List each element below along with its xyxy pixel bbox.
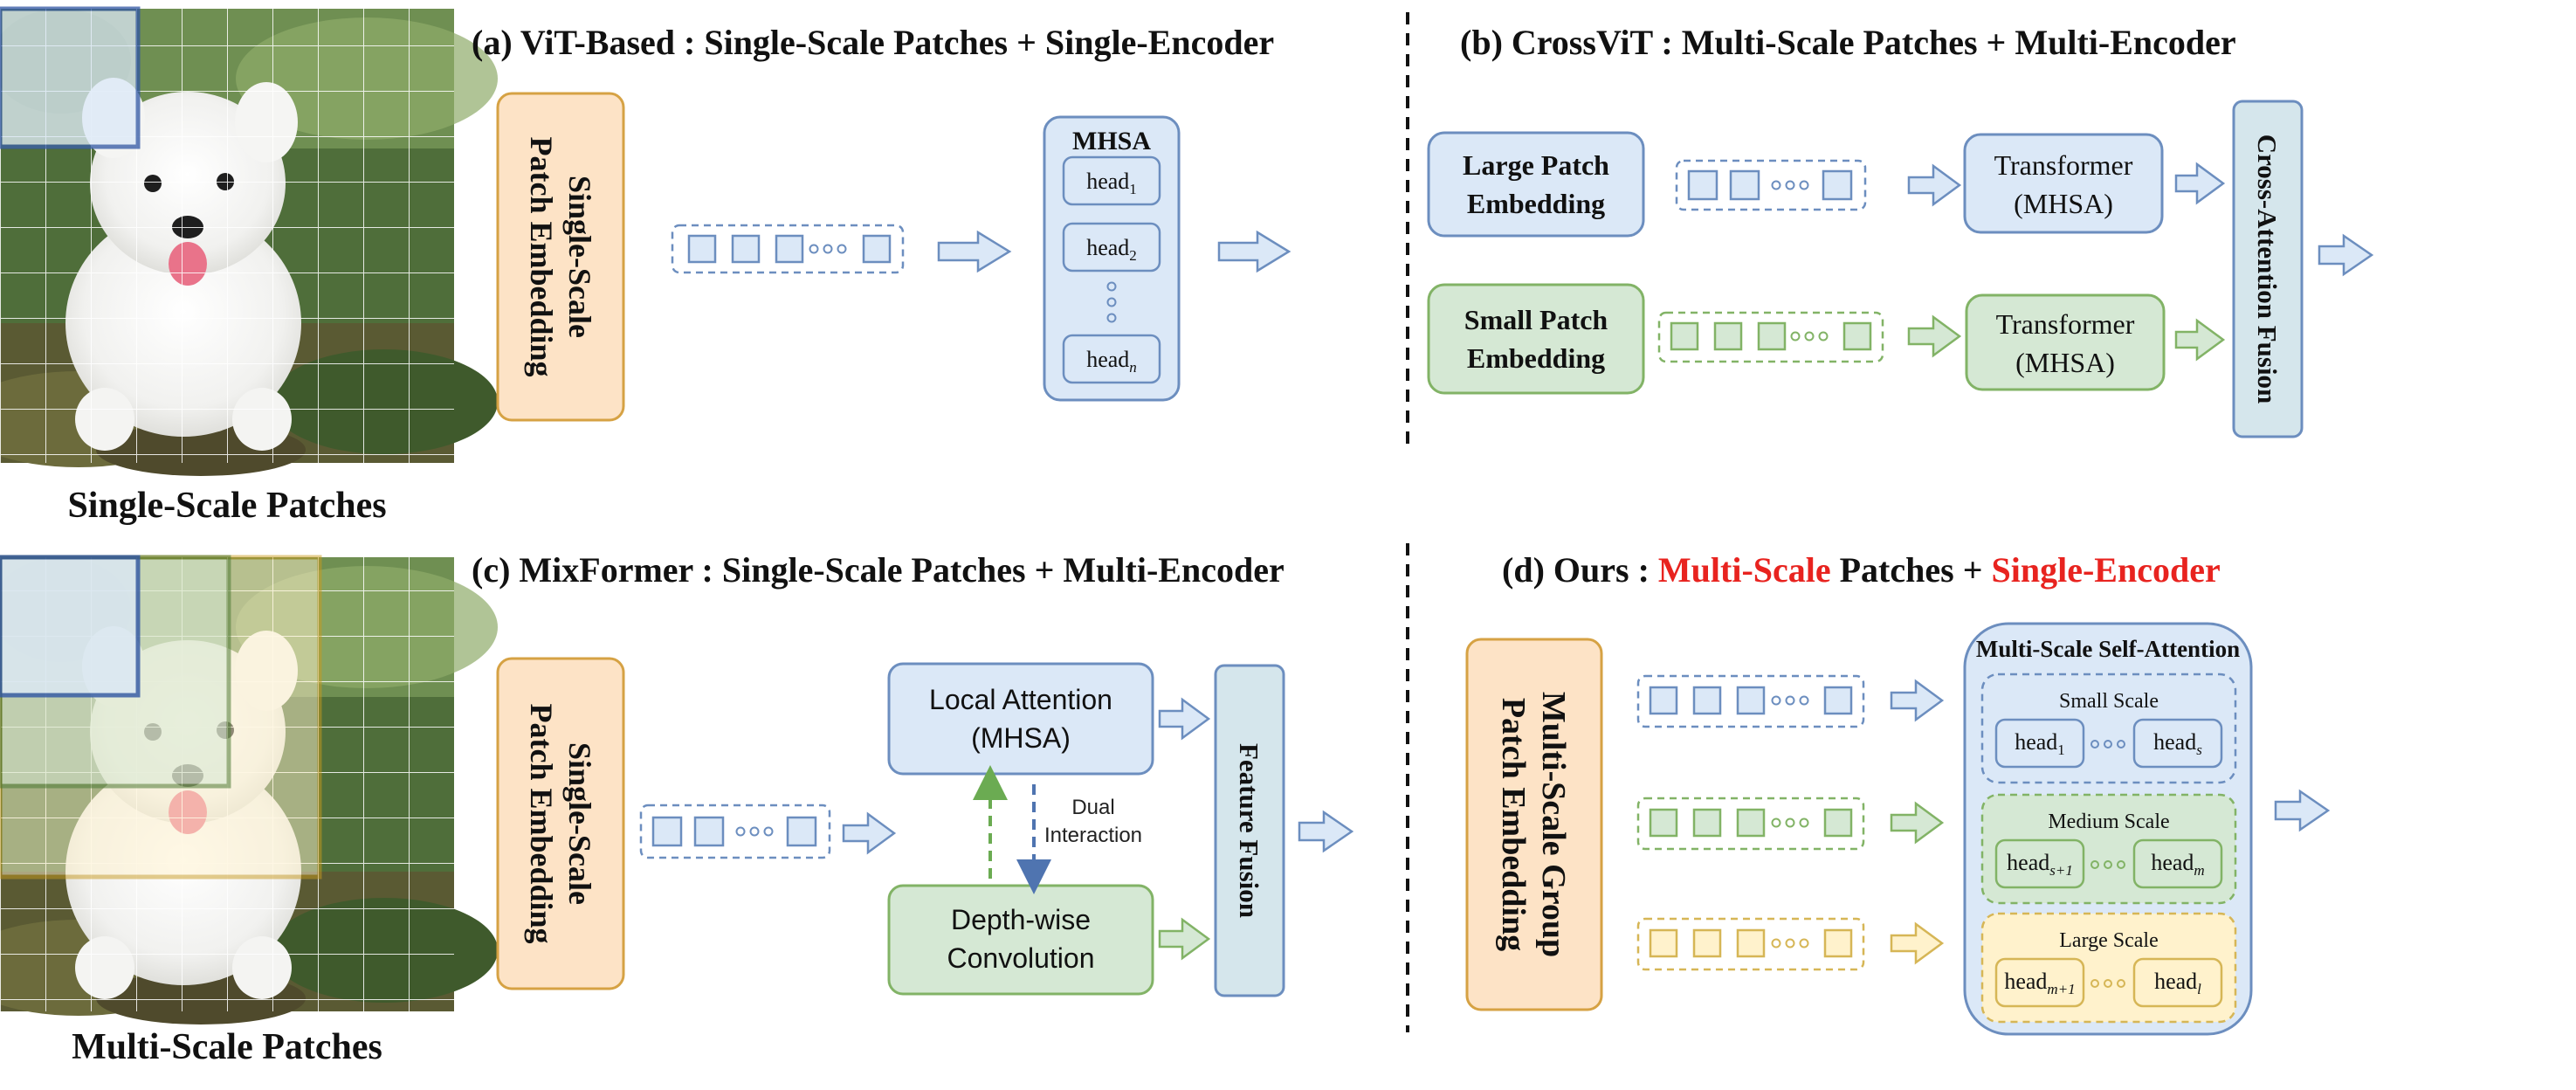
token xyxy=(731,234,761,264)
panel-b: (b) CrossViT : Multi-Scale Patches + Mul… xyxy=(1427,23,2374,438)
arrow-icon xyxy=(842,811,897,855)
head-box xyxy=(1062,155,1161,206)
local-attention-line2: (MHSA) xyxy=(971,722,1071,754)
feature-fusion-label: Feature Fusion xyxy=(1234,743,1264,918)
arrow-icon xyxy=(1907,163,1962,207)
token xyxy=(687,234,717,264)
arrow-icon xyxy=(2174,162,2226,205)
arrow-icon xyxy=(1158,917,1211,961)
arrow-icon xyxy=(1890,679,1945,722)
small-scale-label: Small Scale xyxy=(2059,690,2159,713)
caption-single: Single-Scale Patches xyxy=(67,486,386,526)
arrow-icon xyxy=(2318,233,2374,277)
head-box xyxy=(2132,957,2223,1008)
panel-b-small-token-strip xyxy=(1657,311,1884,363)
transformer-line1: Transformer xyxy=(1996,308,2135,340)
panel-b-large-token-strip xyxy=(1675,159,1867,211)
small-patch-embedding-box xyxy=(1427,283,1645,395)
depthwise-conv-box xyxy=(887,884,1154,996)
transformer-box-large xyxy=(1963,133,2164,234)
head-label: headm+1 xyxy=(2004,969,2075,997)
transformer-box-small xyxy=(1965,293,2166,391)
transformer-line2: (MHSA) xyxy=(2014,188,2113,219)
head-label: headn xyxy=(1086,347,1137,376)
panel-c-embedding-line1: Single-Scale xyxy=(562,742,597,905)
head-label: heads+1 xyxy=(2007,850,2073,879)
head-box xyxy=(2132,718,2223,769)
token xyxy=(775,234,804,264)
small-patch-highlight xyxy=(0,555,141,698)
head-label: head2 xyxy=(1086,235,1137,264)
panel-a-embedding-box xyxy=(496,92,625,422)
local-attention-box xyxy=(887,662,1154,776)
single-scale-photo xyxy=(0,6,498,476)
local-attention-line1: Local Attention xyxy=(929,684,1112,715)
panel-a-title: (a) ViT-Based : Single-Scale Patches + S… xyxy=(472,23,1274,62)
panel-a-embedding-line2: Patch Embedding xyxy=(524,136,559,376)
interaction-line1: Dual xyxy=(1071,796,1114,819)
head-label: head1 xyxy=(2015,729,2065,758)
small-patch-highlight xyxy=(0,6,141,149)
head-box xyxy=(1062,334,1161,384)
feature-fusion-box xyxy=(1214,664,1285,997)
head-label: headm xyxy=(2151,850,2204,879)
token xyxy=(862,234,892,264)
depthwise-line2: Convolution xyxy=(947,942,1095,974)
head-box xyxy=(1994,718,2085,769)
panel-d-embedding-box xyxy=(1465,638,1603,1011)
head-box xyxy=(1062,222,1161,272)
depthwise-line1: Depth-wise xyxy=(951,904,1091,935)
large-scale-label: Large Scale xyxy=(2059,929,2159,952)
panel-d-yellow-token-strip xyxy=(1636,917,1865,971)
medium-scale-label: Medium Scale xyxy=(2048,811,2169,833)
small-patch-line2: Embedding xyxy=(1467,342,1605,374)
panel-d-blue-token-strip xyxy=(1636,674,1865,728)
head-label: head1 xyxy=(1086,169,1137,197)
head-label: heads xyxy=(2153,729,2202,758)
interaction-line2: Interaction xyxy=(1044,824,1142,847)
large-patch-line2: Embedding xyxy=(1467,188,1605,219)
cross-attention-fusion-box xyxy=(2232,100,2304,438)
panel-d-green-token-strip xyxy=(1636,797,1865,851)
head-box xyxy=(1994,838,2085,889)
panel-d: (d) Ours : Multi-Scale Patches + Single-… xyxy=(1465,550,2331,1036)
large-patch-embedding-box xyxy=(1427,131,1645,238)
msa-title: Multi-Scale Self-Attention xyxy=(1976,636,2240,662)
caption-multi: Multi-Scale Patches xyxy=(72,1027,382,1067)
arrow-icon xyxy=(1890,921,1945,965)
panel-a-token-strip xyxy=(671,224,905,274)
panel-a: (a) ViT-Based : Single-Scale Patches + S… xyxy=(472,23,1291,422)
arrow-icon xyxy=(1217,230,1291,273)
panel-d-title: (d) Ours : Multi-Scale Patches + Single-… xyxy=(1502,550,2221,590)
panel-c-embedding-box xyxy=(496,657,625,990)
panel-c-token-strip xyxy=(639,804,831,859)
arrow-icon xyxy=(1298,810,1354,853)
head-label: headl xyxy=(2154,969,2201,997)
cross-attention-fusion-label: Cross-Attention Fusion xyxy=(2252,135,2283,404)
large-patch-line1: Large Patch xyxy=(1463,149,1609,181)
transformer-line1: Transformer xyxy=(1994,149,2133,181)
panel-c-embedding-line2: Patch Embedding xyxy=(524,703,559,943)
panel-b-title: (b) CrossViT : Multi-Scale Patches + Mul… xyxy=(1460,23,2236,62)
multi-scale-photo xyxy=(0,555,498,1024)
panel-a-encoder-title: MHSA xyxy=(1072,127,1151,155)
panel-c: (c) MixFormer : Single-Scale Patches + M… xyxy=(472,550,1354,997)
transformer-line2: (MHSA) xyxy=(2015,347,2115,378)
arrow-icon xyxy=(1890,801,1945,845)
panel-a-embedding-line1: Single-Scale xyxy=(562,176,597,338)
head-box xyxy=(2132,838,2223,889)
panel-c-title: (c) MixFormer : Single-Scale Patches + M… xyxy=(472,550,1285,590)
small-patch-line1: Small Patch xyxy=(1464,304,1608,335)
arrow-icon xyxy=(2174,318,2226,362)
arrow-icon xyxy=(1158,697,1211,741)
arrow-icon xyxy=(937,230,1012,273)
panel-d-embedding-line1: Multi-Scale Group xyxy=(1535,692,1572,957)
arrow-icon xyxy=(1907,314,1962,358)
arrow-icon xyxy=(2274,789,2331,832)
panel-d-embedding-line2: Patch Embedding xyxy=(1495,698,1532,951)
head-box xyxy=(1994,957,2085,1008)
